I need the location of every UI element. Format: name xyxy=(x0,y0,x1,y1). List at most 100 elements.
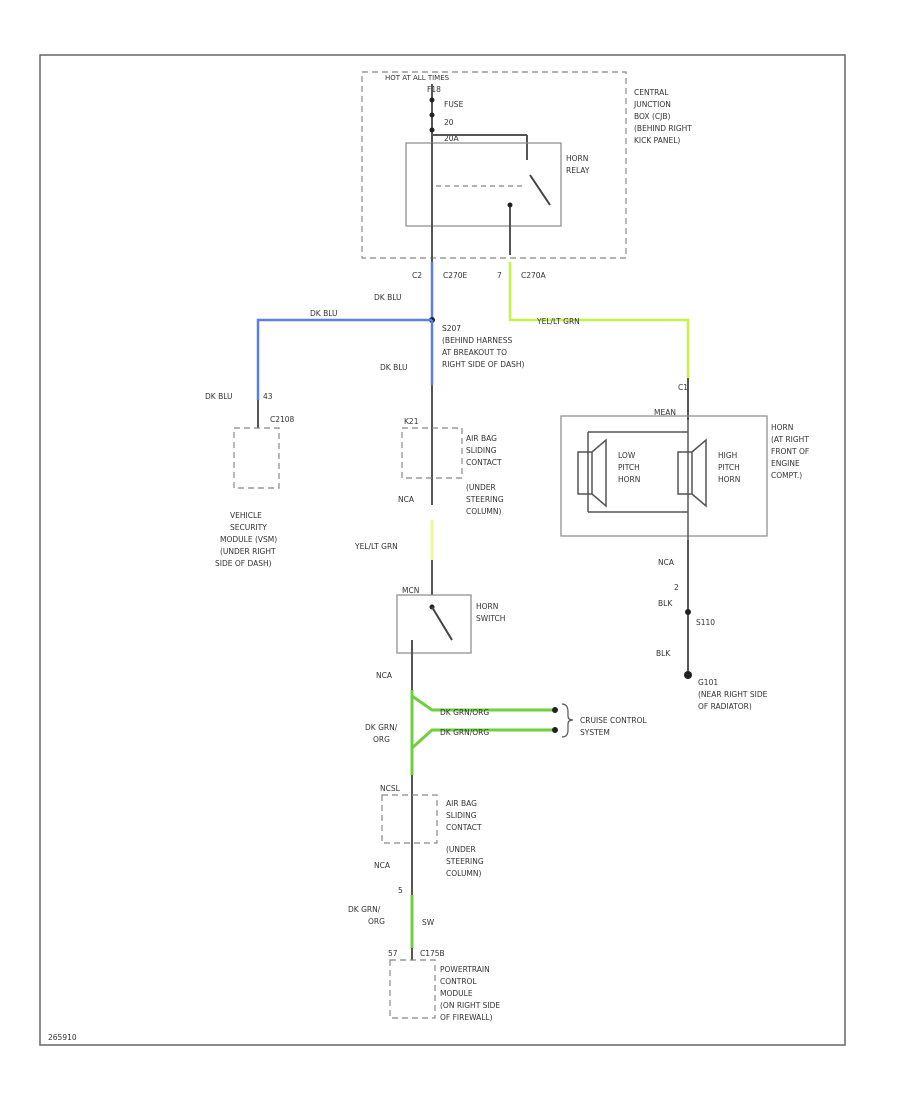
horn-pin-c1-label: C1 xyxy=(678,383,688,392)
horn-pin-2-label: 2 xyxy=(674,583,679,592)
horn-line-2: (AT RIGHT xyxy=(771,435,809,444)
pcm-line-5: OF FIREWALL) xyxy=(440,1013,493,1022)
airbag-sliding-contact-1-box xyxy=(401,427,463,479)
dk-grn-org-label-4b: ORG xyxy=(368,917,385,926)
cruise-control-bracket xyxy=(561,703,574,738)
horn-line-1: HORN xyxy=(771,423,793,432)
pin-k21-label: K21 xyxy=(404,417,419,426)
fuse-rating-label: 20 xyxy=(444,118,454,127)
vsm-box xyxy=(233,427,280,489)
central-junction-box-outline xyxy=(361,71,627,259)
horn-relay-box xyxy=(405,142,562,227)
pcm-pin-label: 57 xyxy=(388,949,398,958)
cruise-terminal-dot-1 xyxy=(552,707,558,713)
horn-switch-box xyxy=(396,594,472,654)
central-junction-box-line-4: (BEHIND RIGHT xyxy=(634,124,692,133)
splice-s207-line-2: (BEHIND HARNESS xyxy=(442,336,513,345)
high-pitch-line-1: HIGH xyxy=(718,451,737,460)
pcm-line-2: CONTROL xyxy=(440,977,477,986)
dk-blu-label-4: DK BLU xyxy=(205,392,233,401)
low-pitch-line-2: PITCH xyxy=(618,463,640,472)
ground-g101-line-2: (NEAR RIGHT SIDE xyxy=(698,690,768,699)
horn-pin-mean-label: MEAN xyxy=(654,408,676,417)
fuse-number-label: F18 xyxy=(427,85,441,94)
high-pitch-line-2: PITCH xyxy=(718,463,740,472)
nca-label-2: NCA xyxy=(376,671,393,680)
yel-grn-label-1: YEL/LT GRN xyxy=(354,542,398,551)
airbag-2-line-3: CONTACT xyxy=(446,823,482,832)
high-pitch-horn-icon xyxy=(677,438,707,508)
low-pitch-horn-icon xyxy=(577,438,607,508)
nca-label-3: NCA xyxy=(374,861,391,870)
cruise-control-line-2: SYSTEM xyxy=(580,728,610,737)
pcm-connector-label: C175B xyxy=(420,949,445,958)
fuse-rating-amps-label: 20A xyxy=(444,134,460,143)
splice-s207-line-3: AT BREAKOUT TO xyxy=(442,348,507,357)
horn-assembly-box xyxy=(560,415,768,537)
central-junction-box-line-2: JUNCTION xyxy=(633,100,671,109)
dk-blu-branch-wire xyxy=(256,318,432,400)
pcm-line-4: (ON RIGHT SIDE xyxy=(440,1001,500,1010)
fuse-terminal-dot-2 xyxy=(429,112,435,118)
dk-grn-org-label-1b: ORG xyxy=(373,735,390,744)
airbag-1-line-4: (UNDER xyxy=(466,483,496,492)
low-pitch-line-1: LOW xyxy=(618,451,636,460)
airbag-2-line-2: SLIDING xyxy=(446,811,477,820)
splice-s110-label: S110 xyxy=(696,618,715,627)
nca-horn-label: NCA xyxy=(658,558,675,567)
dk-grn-org-label-2: DK GRN/ORG xyxy=(440,708,489,717)
hot-at-all-times-label: HOT AT ALL TIMES xyxy=(385,74,450,82)
dk-grn-org-branch-2 xyxy=(410,728,555,750)
airbag-1-line-6: COLUMN) xyxy=(466,507,502,516)
ground-g101-line-3: OF RADIATOR) xyxy=(698,702,752,711)
fuse-terminal-dot xyxy=(429,97,435,103)
central-junction-box-line-5: KICK PANEL) xyxy=(634,136,680,145)
horn-line-4: ENGINE xyxy=(771,459,800,468)
splice-s110-dot xyxy=(685,609,691,615)
pin-c2-label: C2 xyxy=(412,271,422,280)
dk-blu-label-3: DK BLU xyxy=(380,363,408,372)
dk-grn-org-branch-1 xyxy=(411,694,555,712)
connector-c270a-label: C270A xyxy=(521,271,547,280)
vsm-line-2: SECURITY xyxy=(230,523,267,532)
mcn-label: MCN xyxy=(402,586,419,595)
pcm-line-3: MODULE xyxy=(440,989,473,998)
vsm-line-5: SIDE OF DASH) xyxy=(215,559,272,568)
sw-label: SW xyxy=(422,918,435,927)
vsm-line-1: VEHICLE xyxy=(230,511,262,520)
airbag-1-line-5: STEERING xyxy=(466,495,504,504)
ground-g101-dot xyxy=(684,671,692,679)
airbag-2-line-4: (UNDER xyxy=(446,845,476,854)
dk-grn-org-label-3: DK GRN/ORG xyxy=(440,728,489,737)
airbag-sliding-contact-2-box xyxy=(381,794,438,844)
relay-contact-switch xyxy=(529,174,551,206)
relay-contact-dot xyxy=(507,202,513,208)
splice-s207-line-4: RIGHT SIDE OF DASH) xyxy=(442,360,524,369)
yel-grn-wire-to-horn xyxy=(508,262,690,378)
pin-5-label: 5 xyxy=(398,886,403,895)
fuse-label: FUSE xyxy=(444,100,464,109)
blk-label-2: BLK xyxy=(656,649,671,658)
vsm-line-4: (UNDER RIGHT xyxy=(220,547,276,556)
dk-grn-org-label-4a: DK GRN/ xyxy=(348,905,381,914)
airbag-2-line-5: STEERING xyxy=(446,857,484,866)
vsm-line-3: MODULE (VSM) xyxy=(220,535,277,544)
dk-blu-label-1: DK BLU xyxy=(374,293,402,302)
low-pitch-line-3: HORN xyxy=(618,475,640,484)
airbag-1-line-1: AIR BAG xyxy=(466,434,497,443)
cruise-control-line-1: CRUISE CONTROL xyxy=(580,716,647,725)
horn-relay-label-2: RELAY xyxy=(566,166,590,175)
dk-blu-label-2: DK BLU xyxy=(310,309,338,318)
connector-c270e-label: C270E xyxy=(443,271,468,280)
diagram-id-label: 265910 xyxy=(48,1033,77,1042)
fuse-terminal-dot-3 xyxy=(429,127,435,133)
horn-line-3: FRONT OF xyxy=(771,447,809,456)
pin-7-label: 7 xyxy=(497,271,502,280)
cruise-terminal-dot-2 xyxy=(552,727,558,733)
pcm-box xyxy=(389,959,436,1019)
dk-grn-org-label-1a: DK GRN/ xyxy=(365,723,398,732)
horn-switch-label-1: HORN xyxy=(476,602,498,611)
diagram-frame xyxy=(39,54,846,1046)
splice-s207-line-1: S207 xyxy=(442,324,461,333)
